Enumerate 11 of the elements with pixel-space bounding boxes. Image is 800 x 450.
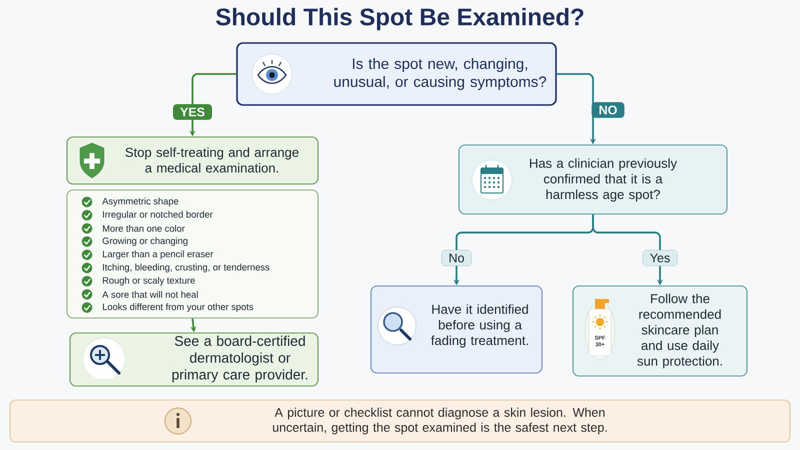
title: Should This Spot Be Examined? bbox=[216, 8, 584, 30]
note-box: A picture or checklist cannot diagnose a skin lesion. When uncertain, getting the spot examined is the safest next step. bbox=[9, 399, 791, 443]
question-box: Has a clinician previously confirmed that it is a harmless age spot? bbox=[458, 144, 728, 215]
edge-label: Yes bbox=[642, 250, 678, 266]
question-box: Is the spot new, changing, unusual, or causing symptoms? bbox=[236, 42, 557, 106]
checklist-box: Asymmetric shape Irregular or notched border More than one color Growing or changing Larger than a pencil eraser Itching, bleeding, crusting, or tenderness Rough or scaly texture A sore that will not heal Looks different from your other spots bbox=[66, 189, 319, 319]
edge-label: YES bbox=[173, 104, 212, 120]
action-box: Have it identified before using a fading treatment. bbox=[370, 285, 543, 374]
edge-label: No bbox=[441, 250, 472, 266]
edge-label: NO bbox=[592, 102, 624, 118]
action-box: Stop self-treating and arrange a medical examination. bbox=[66, 136, 319, 185]
